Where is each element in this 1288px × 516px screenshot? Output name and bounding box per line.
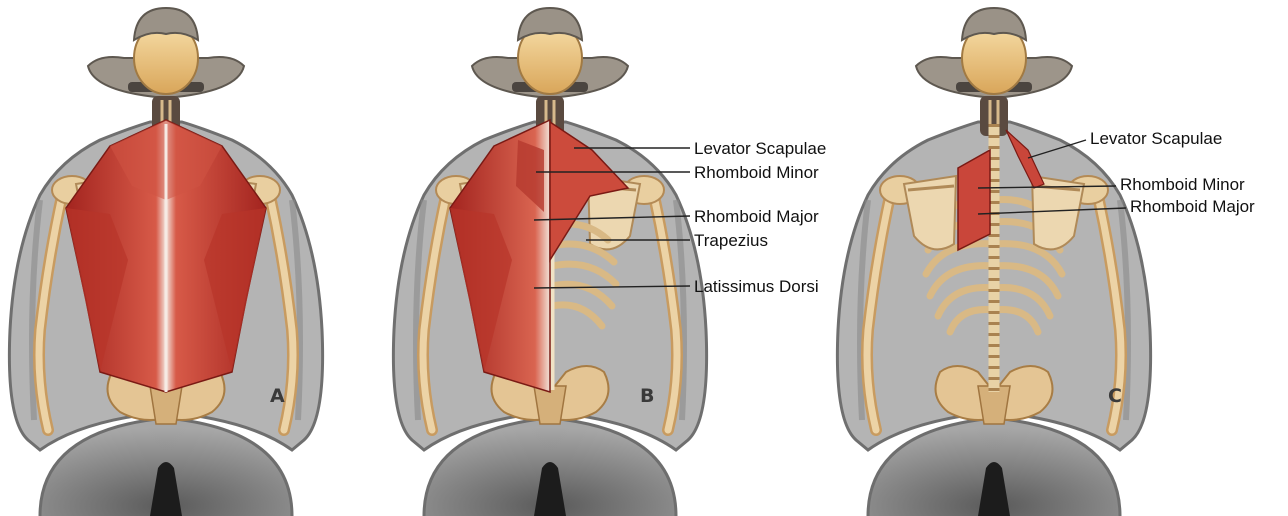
label-c-levator-scapulae: Levator Scapulae (1090, 129, 1222, 148)
panel-a: A (9, 8, 322, 516)
panel-a-figure (9, 8, 322, 516)
panel-letter-c: C (1108, 385, 1122, 407)
panel-letter-a: A (270, 385, 285, 407)
panel-c-figure (837, 8, 1150, 516)
label-b-rhomboid-minor: Rhomboid Minor (694, 163, 819, 182)
panel-c: Levator Scapulae Rhomboid Minor Rhomboid… (837, 8, 1255, 516)
label-b-rhomboid-major: Rhomboid Major (694, 207, 819, 226)
label-c-rhomboid-minor: Rhomboid Minor (1120, 175, 1245, 194)
panel-letter-b: B (640, 385, 654, 407)
label-c-rhomboid-major: Rhomboid Major (1130, 197, 1255, 216)
panel-b-figure (393, 8, 706, 516)
panel-b: Levator Scapulae Rhomboid Minor Rhomboid… (393, 8, 826, 516)
label-b-latissimus-dorsi: Latissimus Dorsi (694, 277, 819, 296)
label-b-levator-scapulae: Levator Scapulae (694, 139, 826, 158)
label-b-trapezius: Trapezius (694, 231, 768, 250)
